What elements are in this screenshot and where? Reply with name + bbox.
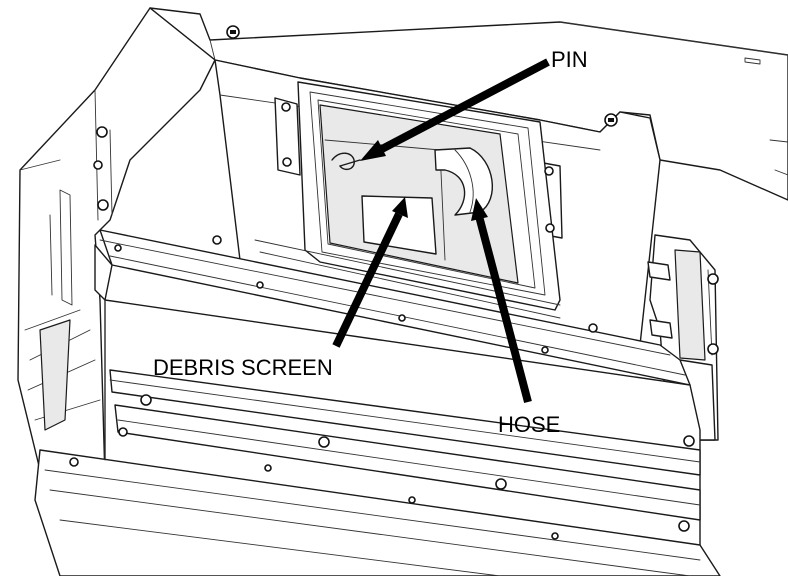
left-side-panel (17, 7, 216, 481)
bolt (93, 160, 103, 170)
bolt (541, 346, 549, 354)
bolt (256, 281, 264, 289)
bolt (551, 532, 559, 540)
upper-rail (94, 229, 691, 386)
hose-arrow (471, 198, 532, 404)
bolt (318, 436, 330, 448)
bolt (212, 235, 222, 245)
bolt (588, 323, 598, 333)
bolt (408, 496, 416, 504)
bolt (683, 435, 695, 447)
bolt (545, 223, 555, 233)
bolt (114, 244, 122, 252)
hose-label: HOSE (498, 412, 560, 437)
back-wall (214, 59, 661, 346)
bolt (140, 394, 152, 406)
bolt (96, 126, 108, 138)
bolt (281, 102, 291, 112)
pin-label: PIN (551, 47, 588, 72)
bolt (398, 314, 406, 322)
debris-screen-arrow (332, 197, 408, 348)
tray-body (34, 299, 721, 576)
bolt (707, 343, 719, 355)
fasteners (69, 25, 719, 540)
bolt (544, 166, 554, 176)
debris-screen-label: DEBRIS SCREEN (153, 355, 333, 380)
bolt (678, 520, 690, 532)
bolt (604, 113, 618, 127)
bolt (282, 157, 292, 167)
bolt (118, 427, 128, 437)
bolt (69, 457, 79, 467)
bolt (264, 464, 272, 472)
bolt (97, 199, 109, 211)
pin-arrow (360, 58, 550, 161)
bolt (226, 25, 240, 39)
bolt (707, 273, 719, 285)
bolt (495, 478, 507, 490)
